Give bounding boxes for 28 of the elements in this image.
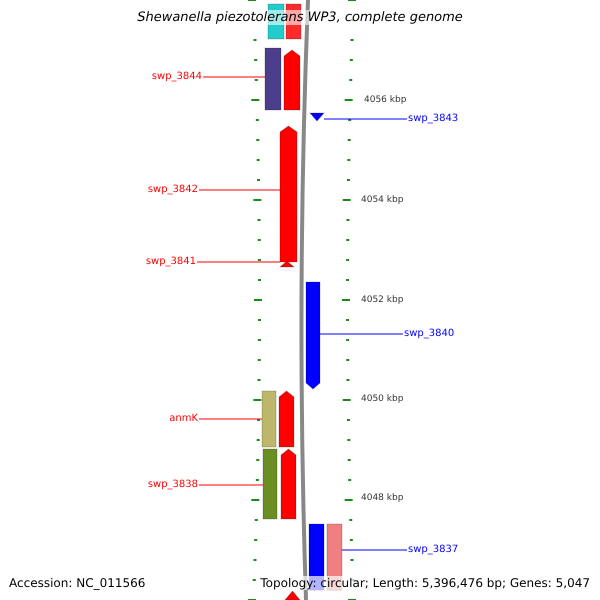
footer-text: Topology: circular; Length: 5,396,476 bp; Genes: 5,047 [260,576,590,590]
scale-label: 4048 kbp [361,492,404,504]
gene-label: swp_3843 [408,113,458,125]
gene-label: swp_3840 [404,328,454,340]
gene-block [306,282,320,389]
leader-line [202,76,266,78]
scale-label: 4054 kbp [361,194,404,206]
gene-block [279,391,294,447]
title: Shewanella piezotolerans WP3, complete genome [137,10,463,25]
footer-text: Accession: NC_011566 [9,576,146,590]
leader-line [198,418,262,420]
gene-bar [262,391,276,447]
scale-label: 4056 kbp [364,94,406,106]
gene-block [281,449,296,519]
gene-block [284,50,300,110]
gene-label: swp_3842 [148,184,198,196]
gene-bar [263,449,277,519]
gene-block [310,113,324,121]
scale-label: 4052 kbp [361,294,404,306]
leader-line [324,118,408,120]
gene-label: swp_3837 [408,544,458,556]
leader-line [198,484,264,486]
gene-label: anmK [169,413,198,425]
gene-label: swp_3841 [146,256,196,268]
gene-label: swp_3838 [148,479,198,491]
scale-label: 4050 kbp [361,393,404,405]
gene-label: swp_3844 [152,71,202,83]
gene-bar [265,48,281,110]
